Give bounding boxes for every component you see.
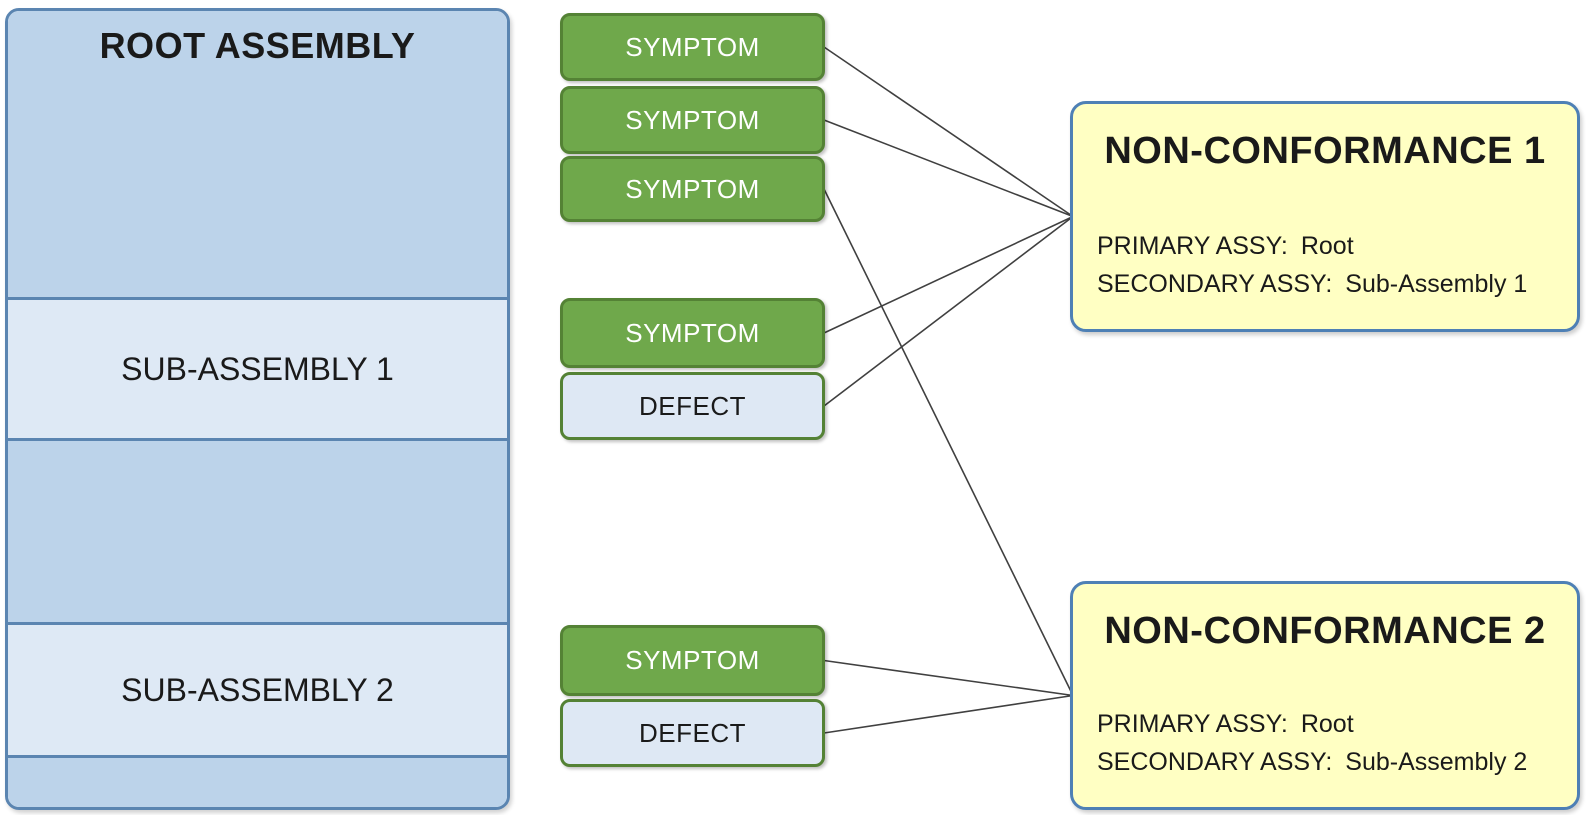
symptom-2-box: SYMPTOM — [560, 86, 825, 154]
symptom-5-label: SYMPTOM — [625, 645, 760, 675]
sub-assembly-2-label: SUB-ASSEMBLY 2 — [121, 671, 394, 708]
symptom-1-label: SYMPTOM — [625, 31, 760, 62]
nc2-primary-assy-line: PRIMARY ASSY: Root — [1097, 705, 1527, 743]
root-assembly-box: ROOT ASSEMBLY SUB-ASSEMBLY 1 SUB-ASSEMBL… — [5, 8, 510, 810]
defect-1-box: DEFECT — [560, 372, 825, 440]
defect-2-box: DEFECT — [560, 699, 825, 767]
non-conformance-2-details: PRIMARY ASSY: Root SECONDARY ASSY: Sub-Ass… — [1097, 705, 1527, 781]
nc1-primary-assy-label: PRIMARY ASSY: — [1097, 232, 1288, 260]
non-conformance-1-details: PRIMARY ASSY: Root SECONDARY ASSY: Sub-Ass… — [1097, 227, 1527, 303]
nc1-primary-assy-value: Root — [1300, 232, 1354, 260]
symptom-4-label: SYMPTOM — [625, 317, 760, 348]
nc2-primary-assy-label: PRIMARY ASSY: — [1097, 710, 1288, 738]
symptom-5-box: SYMPTOM — [560, 625, 825, 696]
nc1-secondary-assy-line: SECONDARY ASSY: Sub-Assembly 1 — [1097, 265, 1527, 303]
nc2-secondary-assy-value: Sub-Assembly 2 — [1345, 748, 1528, 776]
symptom-2-label: SYMPTOM — [625, 104, 760, 135]
nc1-secondary-assy-label: SECONDARY ASSY: — [1097, 270, 1333, 298]
symptom-1-box: SYMPTOM — [560, 13, 825, 81]
sub-assembly-1-label: SUB-ASSEMBLY 1 — [121, 350, 394, 387]
defect-2-label: DEFECT — [639, 717, 746, 748]
nc1-secondary-assy-value: Sub-Assembly 1 — [1345, 270, 1528, 298]
nc1-primary-assy-line: PRIMARY ASSY: Root — [1097, 227, 1527, 265]
nc2-primary-assy-value: Root — [1300, 710, 1354, 738]
symptom-3-label: SYMPTOM — [625, 173, 760, 204]
symptom-4-box: SYMPTOM — [560, 298, 825, 368]
symptom-3-box: SYMPTOM — [560, 156, 825, 222]
root-assembly-header-band: ROOT ASSEMBLY — [8, 11, 507, 297]
defect-1-label: DEFECT — [639, 390, 746, 421]
nc2-secondary-assy-label: SECONDARY ASSY: — [1097, 748, 1333, 776]
root-assembly-title: ROOT ASSEMBLY — [99, 25, 416, 66]
non-conformance-1-title: NON-CONFORMANCE 1 — [1104, 130, 1546, 172]
non-conformance-2-box: NON-CONFORMANCE 2 PRIMARY ASSY: Root SECO… — [1070, 581, 1580, 810]
non-conformance-1-box: NON-CONFORMANCE 1 PRIMARY ASSY: Root SECO… — [1070, 101, 1580, 332]
nc2-secondary-assy-line: SECONDARY ASSY: Sub-Assembly 2 — [1097, 743, 1527, 781]
sub-assembly-1-band: SUB-ASSEMBLY 1 — [8, 297, 507, 441]
non-conformance-2-title: NON-CONFORMANCE 2 — [1104, 610, 1546, 652]
root-assembly-spacer-band — [8, 441, 507, 622]
sub-assembly-2-band: SUB-ASSEMBLY 2 — [8, 622, 507, 758]
root-assembly-footer-band — [8, 758, 507, 807]
